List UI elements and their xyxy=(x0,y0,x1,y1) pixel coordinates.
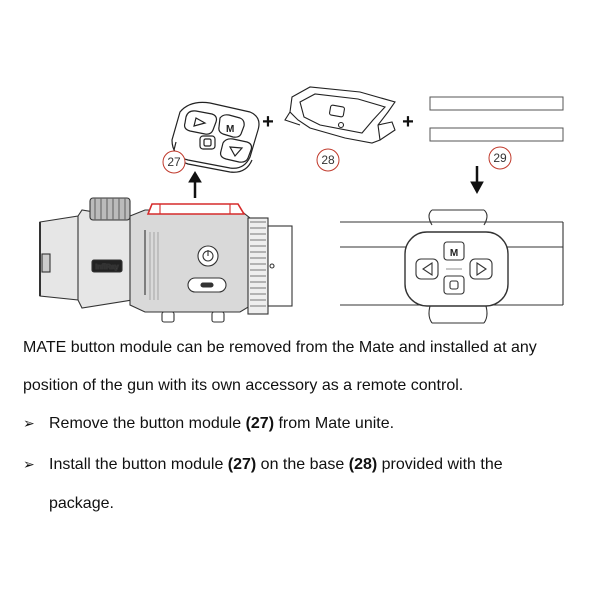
bullet2-continuation: package. xyxy=(49,495,114,512)
intro-line-2: position of the gun with its own accesso… xyxy=(23,377,464,394)
thermal-scope-illustration: InfiRay xyxy=(39,197,293,323)
bullet-arrow-icon: ➢ xyxy=(23,457,35,473)
svg-text:28: 28 xyxy=(321,153,335,167)
plus-sign-2: + xyxy=(402,111,414,133)
installation-illustration: M 27 + + 28 29 xyxy=(39,86,564,324)
plus-sign-1: + xyxy=(262,111,274,133)
svg-text:27: 27 xyxy=(167,155,181,169)
bullet-arrow-icon: ➢ xyxy=(23,416,35,432)
bullet1-ref: (27) xyxy=(245,415,275,432)
intro-line-1: MATE button module can be removed from t… xyxy=(23,339,537,356)
menu-button-label: M xyxy=(226,124,234,135)
callout-28: 28 xyxy=(316,148,340,172)
bullet2-mid: on the base xyxy=(256,456,349,473)
bullet2-post: provided with the xyxy=(377,456,503,473)
bullet2-pre: Install the button module xyxy=(49,456,228,473)
rail-mounted-remote-illustration: M xyxy=(340,209,564,324)
svg-text:29: 29 xyxy=(493,151,507,165)
brand-badge-text: InfiRay xyxy=(95,264,118,271)
callout-29: 29 xyxy=(488,146,512,170)
rail-menu-button-label: M xyxy=(450,248,458,259)
bullet-install-module: ➢ Install the button module (27) on the b… xyxy=(23,455,583,475)
bullet1-pre: Remove the button module xyxy=(49,415,246,432)
arrow-down-icon xyxy=(470,166,484,195)
base-bracket-illustration xyxy=(284,86,396,144)
bullet2-ref2: (28) xyxy=(348,456,378,473)
rubber-strips-illustration xyxy=(429,96,564,142)
callout-27: 27 xyxy=(162,150,186,174)
bullet2-ref1: (27) xyxy=(227,456,257,473)
bullet1-post: from Mate unite. xyxy=(274,415,395,432)
bullet-remove-module: ➢ Remove the button module (27) from Mate… xyxy=(23,414,583,434)
arrow-up-icon xyxy=(188,171,202,198)
remote-module-illustration: M xyxy=(171,101,260,173)
